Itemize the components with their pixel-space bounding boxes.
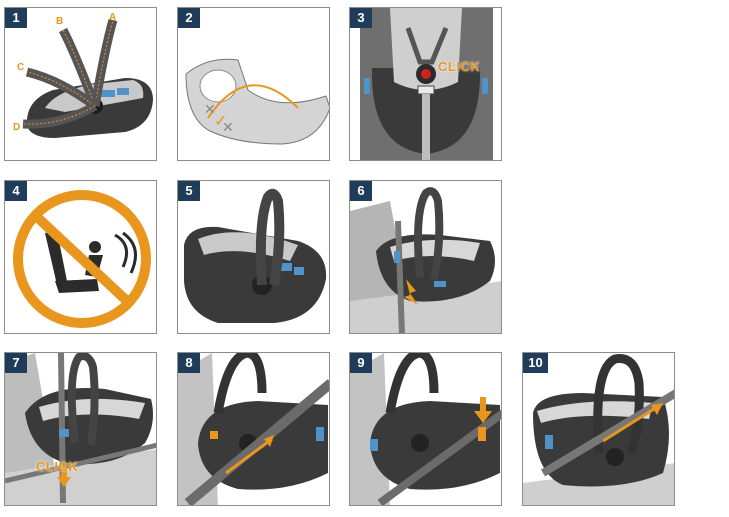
click-callout: CLICK [438,59,481,74]
carrier-on-vehicle-seat-illustration [350,187,501,333]
step-number-badge: 2 [178,8,200,28]
step-10-panel: 10 [522,352,675,506]
shoulder-belt-routing-illustration [178,353,329,505]
svg-text:✓: ✓ [214,111,227,130]
belt-routing-illustration: ✕ ✕ ✓ [185,58,329,145]
step-number-badge: 10 [523,353,548,373]
step-3-panel: 3 CLICK [349,7,502,161]
step-number-badge: 1 [5,8,27,28]
handle-label-b: B [56,16,64,27]
harness-buckle-illustration [360,8,493,160]
step-number-badge: 3 [350,8,372,28]
handle-label-a: A [109,12,117,23]
carrier-handle-up-illustration [184,188,327,323]
step-number-badge: 6 [350,181,372,201]
click-callout: CLICK [36,459,79,474]
step-number-badge: 7 [5,353,27,373]
step-7-panel: 7 CLICK [4,352,157,506]
step-number-badge: 9 [350,353,372,373]
step-8-panel: 8 [177,352,330,506]
svg-text:✕: ✕ [222,120,234,136]
step-2-panel: 2 ✕ ✕ ✓ [177,7,330,161]
step-6-panel: 6 [349,180,502,334]
svg-text:✕: ✕ [204,102,216,118]
step-5-panel: 5 [177,180,330,334]
step-9-panel: 9 [349,352,502,506]
step-4-panel: 4 [4,180,157,334]
handle-label-c: C [17,62,25,73]
step-number-badge: 8 [178,353,200,373]
handle-label-d: D [13,122,21,133]
step-number-badge: 4 [5,181,27,201]
lap-belt-buckle-illustration [5,353,156,505]
step-1-panel: 1 A B C D [4,7,157,161]
step-number-badge: 5 [178,181,200,201]
shoulder-belt-tighten-illustration [523,354,674,505]
prohibited-airbag-icon [13,190,151,328]
handle-positions-illustration [22,18,153,138]
belt-guide-illustration [350,353,501,505]
